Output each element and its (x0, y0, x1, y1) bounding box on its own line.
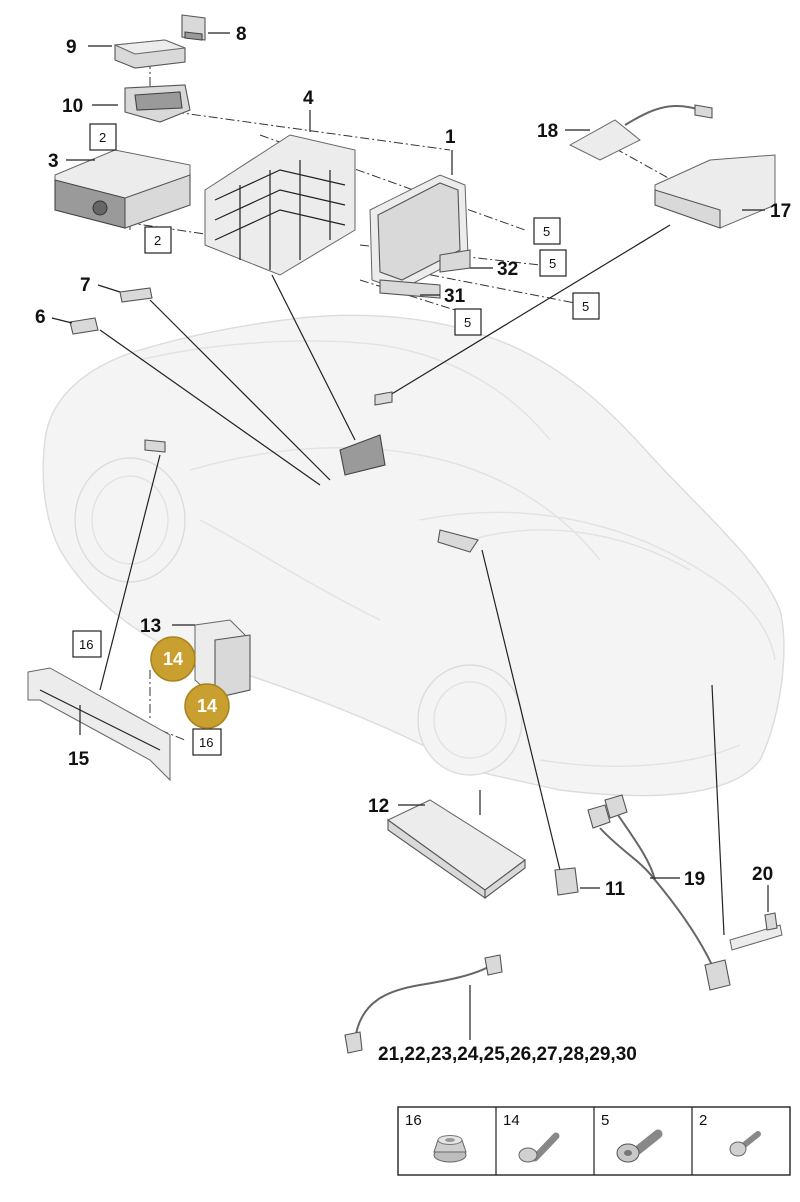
part-13-module (194, 619, 251, 699)
callout-12: 12 (368, 796, 389, 817)
legend-cell-16: 16 (405, 1112, 467, 1163)
callout-19: 19 (684, 869, 705, 890)
part-21-30-cable (344, 954, 503, 1054)
svg-text:2: 2 (99, 130, 106, 145)
ref-box-5-b: 5 (539, 249, 567, 277)
leader-lines (99, 224, 725, 936)
part-15-bracket (27, 667, 171, 782)
part-1-display (369, 174, 469, 291)
part-4-mounting-frame (204, 134, 356, 276)
callout-7: 7 (80, 275, 91, 296)
callout-31: 31 (444, 286, 466, 307)
callout-10: 10 (62, 96, 83, 117)
callout-ticks (51, 32, 769, 1040)
svg-text:2: 2 (699, 1112, 707, 1129)
callout-20: 20 (752, 864, 773, 885)
ref-box-5-a: 5 (533, 217, 561, 245)
svg-text:14: 14 (163, 649, 183, 669)
callout-13: 13 (140, 616, 161, 637)
part-3-radio-unit (54, 149, 191, 229)
flange-nut-icon (433, 1135, 467, 1163)
torx-screw-icon (616, 1129, 663, 1163)
legend-cell-5: 5 (601, 1112, 663, 1163)
legend-cell-2: 2 (699, 1112, 761, 1157)
part-17-control-unit (654, 154, 776, 229)
callout-11: 11 (605, 879, 626, 900)
svg-text:5: 5 (464, 315, 471, 330)
callout-4: 4 (303, 88, 314, 109)
car-mounted-parts (144, 391, 479, 553)
callout-21-30: 21,22,23,24,25,26,27,28,29,30 (378, 1044, 637, 1065)
car-silhouette (42, 314, 785, 797)
svg-text:5: 5 (582, 299, 589, 314)
badge-14-lower: 14 (184, 683, 230, 729)
svg-text:14: 14 (197, 696, 217, 716)
svg-text:5: 5 (601, 1112, 609, 1129)
legend-cell-14: 14 (503, 1112, 560, 1163)
callout-18: 18 (537, 121, 558, 142)
ref-box-5-d: 5 (454, 308, 482, 336)
part-12-tray (387, 799, 526, 900)
part-20-strip (729, 912, 783, 951)
svg-text:14: 14 (503, 1112, 520, 1129)
boxed-references: 2 2 5 5 5 5 16 16 (72, 123, 600, 756)
callout-3: 3 (48, 151, 59, 172)
callout-8: 8 (236, 24, 247, 45)
part-18-bracket (568, 104, 713, 161)
svg-text:5: 5 (549, 256, 556, 271)
svg-text:5: 5 (543, 224, 550, 239)
short-screw-icon (729, 1131, 761, 1157)
callout-17: 17 (770, 201, 791, 222)
callout-6: 6 (35, 307, 46, 328)
svg-text:16: 16 (405, 1112, 422, 1129)
screw-icon (518, 1132, 560, 1163)
ref-box-2-bottom: 2 (144, 226, 172, 254)
part-8-connector (181, 14, 206, 41)
callout-labels: 1 3 4 6 7 8 9 10 11 12 13 15 17 18 19 20… (35, 24, 791, 1065)
callout-32: 32 (497, 259, 518, 280)
part-9-module (113, 39, 186, 69)
callout-9: 9 (66, 37, 77, 58)
svg-text:16: 16 (199, 735, 213, 750)
part-10-bracket (124, 84, 191, 123)
part-6-7-connectors (69, 287, 153, 335)
callout-1: 1 (445, 127, 456, 148)
svg-text:2: 2 (154, 233, 161, 248)
ref-box-16-a: 16 (72, 630, 102, 658)
highlight-badges: 14 14 (150, 636, 230, 729)
part-19-cable (587, 794, 731, 991)
fastener-legend: 16 14 5 2 (397, 1106, 791, 1176)
callout-15: 15 (68, 749, 90, 770)
ref-box-2-top: 2 (89, 123, 117, 151)
badge-14-upper: 14 (150, 636, 196, 682)
ref-box-16-b: 16 (192, 728, 222, 756)
ref-box-5-c: 5 (572, 292, 600, 320)
part-11-clip (554, 867, 579, 896)
svg-text:16: 16 (79, 637, 93, 652)
